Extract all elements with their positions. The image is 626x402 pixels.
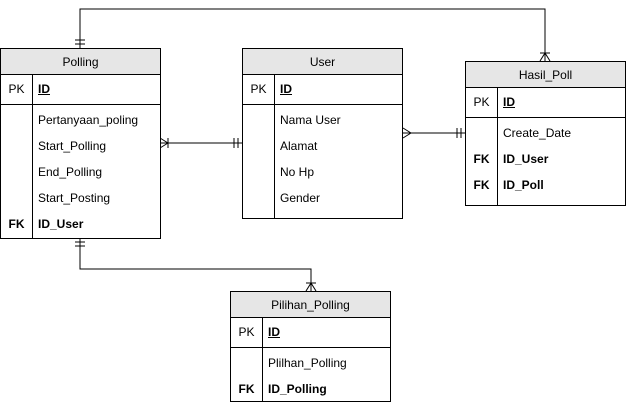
field-name: No Hp xyxy=(280,165,315,179)
field-name: Plilhan_Polling xyxy=(268,356,347,370)
fk-label: FK xyxy=(473,152,490,166)
field-name: Start_Polling xyxy=(38,139,107,153)
pk-label: PK xyxy=(8,82,25,96)
crow-foot-marker xyxy=(159,137,169,144)
field-row: FK ID_User xyxy=(1,211,160,237)
fk-label: FK xyxy=(8,217,25,231)
crow-foot-marker xyxy=(402,127,412,134)
entity-title: Pilihan_Polling xyxy=(231,292,390,318)
fk-field: ID_User xyxy=(503,152,549,166)
fk-label: FK xyxy=(238,382,255,396)
pk-row: PK ID xyxy=(466,88,625,118)
field-row: Nama User xyxy=(243,107,402,133)
field-row: Start_Posting xyxy=(1,185,160,211)
key-column-divider xyxy=(262,318,263,401)
field-name: Pertanyaan_poling xyxy=(38,113,139,127)
relation-polling-pilihan-polling xyxy=(79,238,312,291)
key-column-divider xyxy=(32,75,33,238)
relation-polling-hasil-poll xyxy=(79,8,546,61)
field-row: Gender xyxy=(243,185,402,211)
field-row: FK ID_User xyxy=(466,146,625,172)
crow-foot-marker xyxy=(159,142,169,149)
key-column-divider xyxy=(497,88,498,205)
entity-title: Polling xyxy=(1,49,160,75)
crow-foot-marker xyxy=(305,282,312,292)
field-row: FK ID_Polling xyxy=(231,376,390,402)
field-name: Start_Posting xyxy=(38,191,111,205)
field-row: Plilhan_Polling xyxy=(231,350,390,376)
field-row: End_Polling xyxy=(1,159,160,185)
field-name: End_Polling xyxy=(38,165,103,179)
field-row: No Hp xyxy=(243,159,402,185)
crow-foot-marker xyxy=(310,282,317,292)
entity-user[interactable]: User PK ID Nama User Alamat No Hp Gender xyxy=(242,48,403,219)
crow-foot-marker xyxy=(402,132,412,139)
fk-field: ID_Polling xyxy=(268,382,327,396)
field-row: Start_Polling xyxy=(1,133,160,159)
entity-title: User xyxy=(243,49,402,75)
field-name: Create_Date xyxy=(503,126,572,140)
pk-label: PK xyxy=(473,95,490,109)
pk-row: PK ID xyxy=(243,75,402,105)
field-row: FK ID_Poll xyxy=(466,172,625,198)
crow-foot-marker xyxy=(544,52,551,62)
field-name: Gender xyxy=(280,191,321,205)
entity-pilihan-polling[interactable]: Pilihan_Polling PK ID Plilhan_Polling FK… xyxy=(230,291,391,402)
pk-field: ID xyxy=(38,82,50,96)
pk-field: ID xyxy=(280,82,292,96)
entity-title: Hasil_Poll xyxy=(466,62,625,88)
pk-row: PK ID xyxy=(231,318,390,348)
pk-field: ID xyxy=(503,95,515,109)
pk-field: ID xyxy=(268,325,280,339)
fk-field: ID_Poll xyxy=(503,178,544,192)
entity-hasil-poll[interactable]: Hasil_Poll PK ID Create_Date FK ID_User F… xyxy=(465,61,626,206)
field-row: Pertanyaan_poling xyxy=(1,107,160,133)
fk-field: ID_User xyxy=(38,217,84,231)
entity-polling[interactable]: Polling PK ID Pertanyaan_poling Start_Po… xyxy=(0,48,161,239)
crow-foot-marker xyxy=(539,52,546,62)
field-name: Nama User xyxy=(280,113,341,127)
field-name: Alamat xyxy=(280,139,318,153)
fk-label: FK xyxy=(473,178,490,192)
pk-label: PK xyxy=(250,82,267,96)
field-row: Alamat xyxy=(243,133,402,159)
pk-row: PK ID xyxy=(1,75,160,105)
pk-label: PK xyxy=(238,325,255,339)
key-column-divider xyxy=(274,75,275,218)
field-row: Create_Date xyxy=(466,120,625,146)
